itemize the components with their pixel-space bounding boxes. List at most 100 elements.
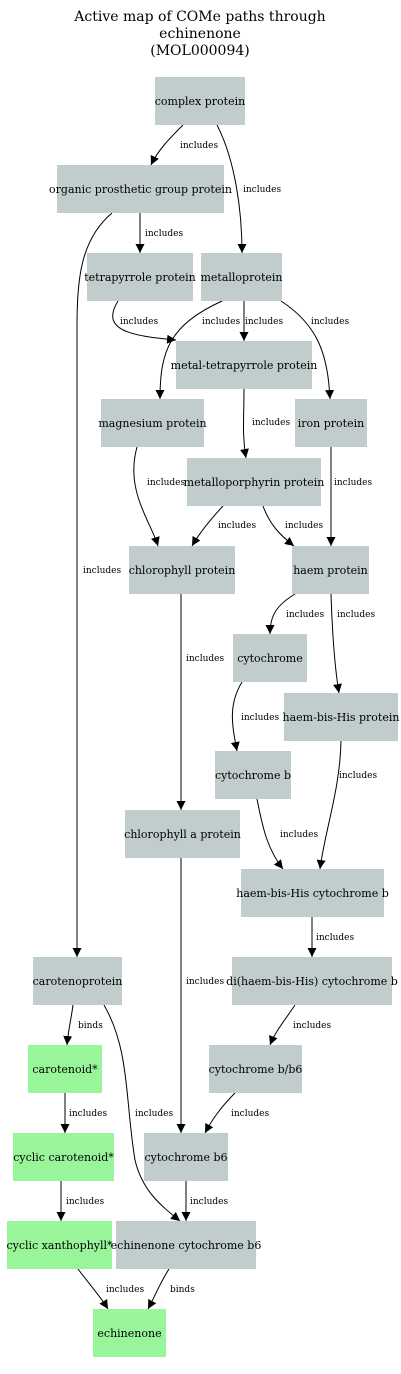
edge-line bbox=[155, 300, 223, 400]
node-haem-bis-his-cytochrome-b[interactable]: haem-bis-His cytochrome b bbox=[236, 869, 389, 917]
edge-label: binds bbox=[170, 1285, 195, 1295]
edge-label: includes bbox=[285, 521, 323, 531]
edge-carotenoid-to-cyclic-carotenoid: includes bbox=[60, 1093, 107, 1133]
node-label: carotenoprotein bbox=[33, 975, 123, 988]
node-label: cytochrome bbox=[237, 652, 302, 665]
edge-label: includes bbox=[252, 418, 290, 428]
edge-label: includes bbox=[245, 317, 283, 327]
node-box bbox=[233, 634, 307, 682]
node-box bbox=[87, 253, 193, 301]
edge-haem-protein-to-haem-bis-his-protein: includes bbox=[330, 593, 375, 694]
title-line-1: Active map of COMe paths through bbox=[73, 9, 325, 25]
edge-complex-protein-to-organic-prosthetic-group-protein: includes bbox=[150, 124, 218, 166]
edge-label: includes bbox=[286, 610, 324, 620]
node-box bbox=[215, 751, 291, 799]
node-carotenoprotein[interactable]: carotenoprotein bbox=[33, 957, 123, 1005]
edge-label: includes bbox=[311, 317, 349, 327]
node-box bbox=[116, 1221, 256, 1269]
node-iron-protein[interactable]: iron protein bbox=[295, 399, 367, 447]
edge-label: includes bbox=[135, 1109, 173, 1119]
edge-cytochrome-b-b6-to-cytochrome-b6: includes bbox=[204, 1092, 269, 1134]
node-metal-tetrapyrrole-protein[interactable]: metal-tetrapyrrole protein bbox=[171, 341, 318, 389]
edge-carotenoprotein-to-echinenone-cytochrome-b6: includes bbox=[103, 1004, 181, 1222]
node-chlorophyll-protein[interactable]: chlorophyll protein bbox=[129, 546, 236, 594]
node-label: echinenone cytochrome b6 bbox=[111, 1239, 262, 1252]
node-label: complex protein bbox=[155, 95, 245, 108]
node-label: metalloporphyrin protein bbox=[184, 476, 325, 489]
edge-organic-prosthetic-group-protein-to-carotenoprotein: includes bbox=[72, 212, 121, 957]
node-label: haem protein bbox=[293, 564, 368, 577]
edge-line bbox=[262, 505, 295, 547]
edge-line bbox=[216, 124, 247, 254]
edge-tetrapyrrole-protein-to-metal-tetrapyrrole-protein: includes bbox=[112, 300, 177, 344]
nodes-layer: complex protein organic prosthetic group … bbox=[6, 77, 399, 1357]
edge-label: includes bbox=[293, 1021, 331, 1031]
edge-line bbox=[77, 1268, 109, 1310]
edge-line bbox=[330, 593, 342, 694]
node-box bbox=[201, 253, 282, 301]
edge-label: includes bbox=[334, 478, 372, 488]
node-cytochrome-b-b6[interactable]: cytochrome b/b6 bbox=[209, 1045, 303, 1093]
edge-line bbox=[256, 798, 284, 870]
edge-line bbox=[230, 681, 243, 752]
node-carotenoid[interactable]: carotenoid* bbox=[28, 1045, 102, 1093]
node-tetrapyrrole-protein[interactable]: tetrapyrrole protein bbox=[84, 253, 196, 301]
node-echinenone[interactable]: echinenone bbox=[93, 1309, 166, 1357]
node-label: iron protein bbox=[298, 417, 364, 430]
node-box bbox=[232, 957, 392, 1005]
edge-line bbox=[204, 1092, 236, 1134]
edge-label: includes bbox=[202, 317, 240, 327]
node-di-haem-bis-his-cytochrome-b[interactable]: di(haem-bis-His) cytochrome b bbox=[226, 957, 398, 1005]
edge-label: includes bbox=[243, 185, 281, 195]
node-label: magnesium protein bbox=[98, 417, 206, 430]
node-box bbox=[292, 546, 369, 594]
edge-line bbox=[63, 1004, 74, 1046]
edge-line bbox=[147, 1268, 170, 1310]
node-box bbox=[295, 399, 367, 447]
edge-label: includes bbox=[69, 1109, 107, 1119]
edge-label: includes bbox=[147, 478, 185, 488]
node-echinenone-cytochrome-b6[interactable]: echinenone cytochrome b6 bbox=[111, 1221, 262, 1269]
node-cytochrome[interactable]: cytochrome bbox=[233, 634, 307, 682]
edge-metalloporphyrin-protein-to-haem-protein: includes bbox=[262, 505, 323, 547]
node-cyclic-xanthophyll[interactable]: cyclic xanthophyll* bbox=[6, 1221, 113, 1269]
node-magnesium-protein[interactable]: magnesium protein bbox=[98, 399, 207, 447]
node-metalloporphyrin-protein[interactable]: metalloporphyrin protein bbox=[184, 458, 325, 506]
node-cytochrome-b[interactable]: cytochrome b bbox=[215, 751, 291, 799]
node-complex-protein[interactable]: complex protein bbox=[155, 77, 245, 125]
node-chlorophyll-a-protein[interactable]: chlorophyll a protein bbox=[124, 810, 241, 858]
edge-label: includes bbox=[190, 1197, 228, 1207]
edge-line bbox=[269, 1004, 296, 1046]
node-box bbox=[155, 77, 245, 125]
edge-metalloprotein-to-magnesium-protein: includes bbox=[155, 300, 240, 400]
node-box bbox=[176, 341, 312, 389]
node-cytochrome-b6[interactable]: cytochrome b6 bbox=[144, 1133, 228, 1181]
node-label: chlorophyll a protein bbox=[124, 828, 241, 841]
edge-label: binds bbox=[78, 1021, 103, 1031]
edge-line bbox=[265, 593, 296, 635]
node-organic-prosthetic-group-protein[interactable]: organic prosthetic group protein bbox=[49, 165, 232, 213]
title-line-3: (MOL000094) bbox=[150, 43, 249, 59]
edge-line bbox=[150, 124, 184, 166]
edge-cytochrome-b-to-haem-bis-his-cytochrome-b: includes bbox=[256, 798, 318, 870]
title-line-2: echinenone bbox=[159, 26, 241, 42]
node-box bbox=[13, 1133, 114, 1181]
node-box bbox=[284, 693, 398, 741]
edge-chlorophyll-protein-to-chlorophyll-a-protein: includes bbox=[176, 594, 224, 810]
edges-layer: includesincludesincludesincludesincludes… bbox=[56, 124, 377, 1310]
node-metalloprotein[interactable]: metalloprotein bbox=[200, 253, 283, 301]
edge-haem-protein-to-cytochrome: includes bbox=[265, 593, 324, 635]
node-label: haem-bis-His protein bbox=[283, 711, 400, 724]
node-label: chlorophyll protein bbox=[129, 564, 236, 577]
node-cyclic-carotenoid[interactable]: cyclic carotenoid* bbox=[13, 1133, 114, 1181]
edge-chlorophyll-a-protein-to-cytochrome-b6: includes bbox=[176, 858, 224, 1133]
node-haem-bis-his-protein[interactable]: haem-bis-His protein bbox=[283, 693, 400, 741]
node-label: haem-bis-His cytochrome b bbox=[236, 887, 389, 900]
edge-magnesium-protein-to-chlorophyll-protein: includes bbox=[133, 446, 185, 547]
edge-label: includes bbox=[218, 521, 256, 531]
node-label: cytochrome b6 bbox=[144, 1151, 227, 1164]
edge-line bbox=[280, 300, 335, 400]
node-haem-protein[interactable]: haem protein bbox=[292, 546, 369, 594]
edge-label: includes bbox=[180, 141, 218, 151]
node-label: tetrapyrrole protein bbox=[84, 271, 196, 284]
